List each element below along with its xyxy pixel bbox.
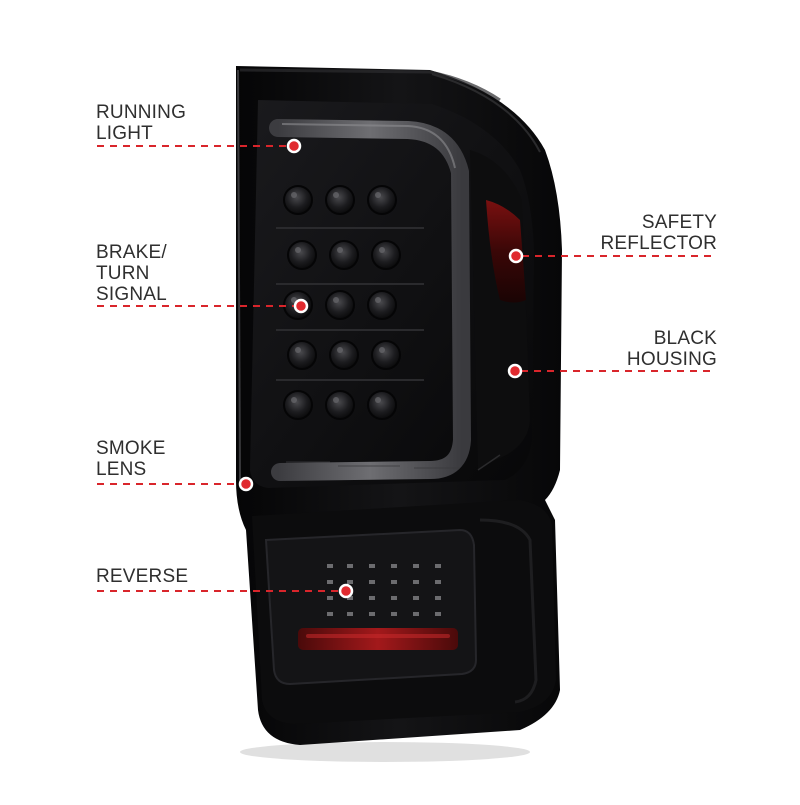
led-bulb-highlight	[333, 297, 339, 303]
black-housing-panel	[470, 150, 530, 470]
callout-reverse: REVERSE	[96, 566, 188, 587]
led-bulb	[287, 340, 317, 370]
callout-line: HOUSING	[626, 349, 717, 370]
reverse-led	[435, 580, 441, 584]
callout-line: BRAKE/	[96, 242, 167, 263]
reverse-led	[391, 596, 397, 600]
reverse-led	[347, 612, 353, 616]
led-bulb-highlight	[291, 192, 297, 198]
reverse-led	[435, 612, 441, 616]
reverse-led	[413, 564, 419, 568]
callout-line: TURN	[96, 263, 150, 284]
led-bulb	[329, 240, 359, 270]
led-bulb-highlight	[295, 347, 301, 353]
callout-line: LIGHT	[96, 123, 153, 144]
safety-reflector-dot	[508, 248, 524, 264]
reverse-led	[327, 612, 333, 616]
callout-line: SAFETY	[641, 212, 717, 233]
reverse-dot	[338, 583, 354, 599]
reverse-led	[369, 596, 375, 600]
led-bulb-highlight	[375, 297, 381, 303]
reverse-led	[391, 612, 397, 616]
led-bulb	[325, 390, 355, 420]
reverse-led	[327, 580, 333, 584]
led-bulb	[367, 185, 397, 215]
led-bulb-highlight	[375, 397, 381, 403]
led-bulb-highlight	[379, 347, 385, 353]
led-bulb-highlight	[337, 347, 343, 353]
black-housing-dot	[507, 363, 523, 379]
floor-shadow	[240, 742, 530, 762]
callout-smoke-lens: SMOKE LENS	[96, 438, 166, 480]
callout-line: REFLECTOR	[600, 233, 717, 254]
led-bulb-highlight	[295, 247, 301, 253]
reverse-led	[413, 580, 419, 584]
led-bulb	[283, 185, 313, 215]
callout-brake-turn-signal: BRAKE/ TURN SIGNAL	[96, 242, 167, 305]
reverse-led	[413, 596, 419, 600]
reverse-leds	[327, 564, 441, 616]
callout-line: RUNNING	[96, 102, 187, 123]
callout-line: LENS	[96, 459, 147, 480]
brake-turn-bulbs	[283, 185, 401, 420]
reverse-led	[435, 564, 441, 568]
reverse-led	[369, 564, 375, 568]
reverse-led	[391, 580, 397, 584]
led-bulb-highlight	[291, 397, 297, 403]
callout-line: BLACK	[653, 328, 717, 349]
led-bulb	[367, 390, 397, 420]
led-bulb	[371, 240, 401, 270]
led-bulb-highlight	[375, 192, 381, 198]
reverse-led	[327, 564, 333, 568]
led-bulb-highlight	[379, 247, 385, 253]
led-bulb	[283, 390, 313, 420]
led-bulb	[371, 340, 401, 370]
led-bulb	[329, 340, 359, 370]
reverse-lens	[264, 528, 478, 686]
led-bulb-highlight	[333, 397, 339, 403]
reverse-led	[369, 580, 375, 584]
led-bulb	[367, 290, 397, 320]
led-bulb	[325, 185, 355, 215]
reverse-led	[327, 596, 333, 600]
led-bulb-highlight	[337, 247, 343, 253]
reverse-led	[347, 596, 353, 600]
reverse-led	[347, 564, 353, 568]
callout-black-housing: BLACK HOUSING	[627, 328, 717, 370]
brake-turn-signal-dot	[293, 298, 309, 314]
reverse-led	[413, 612, 419, 616]
callout-line: SIGNAL	[96, 284, 167, 305]
led-bulb-highlight	[333, 192, 339, 198]
running-light-dot	[286, 138, 302, 154]
reverse-led	[435, 596, 441, 600]
callout-line: SMOKE	[96, 438, 166, 459]
reverse-led	[391, 564, 397, 568]
safety-reflector	[486, 200, 526, 303]
callout-line: REVERSE	[96, 566, 189, 587]
smoke-lens-dot	[238, 476, 254, 492]
reverse-led	[347, 580, 353, 584]
reverse-led	[369, 612, 375, 616]
callout-running-light: RUNNING LIGHT	[96, 102, 186, 144]
led-bulb	[325, 290, 355, 320]
callout-safety-reflector: SAFETY REFLECTOR	[600, 212, 717, 254]
led-bulb	[287, 240, 317, 270]
reverse-red-bar	[298, 628, 458, 650]
